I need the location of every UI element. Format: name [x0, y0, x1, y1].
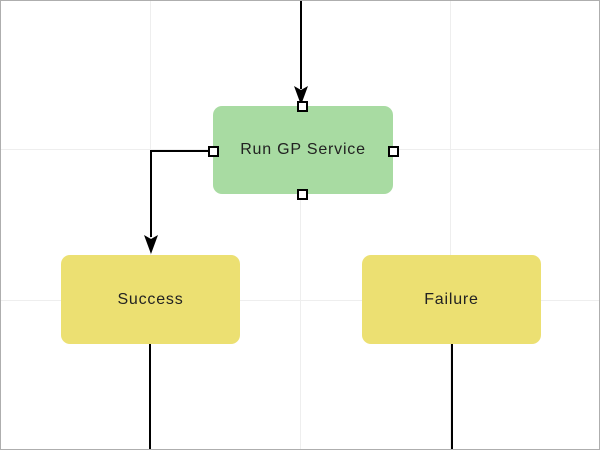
node-label: Failure: [424, 290, 479, 308]
selection-handle-top[interactable]: [297, 101, 308, 112]
grid-line-vertical: [450, 1, 451, 449]
connector-run-gp-service-to-success[interactable]: [150, 150, 213, 237]
arrowhead-into-success: [144, 235, 158, 254]
node-run-gp-service[interactable]: Run GP Service: [213, 106, 393, 194]
node-success[interactable]: Success: [61, 255, 240, 344]
node-failure[interactable]: Failure: [362, 255, 541, 344]
grid-line-horizontal: [1, 300, 599, 301]
selection-handle-right[interactable]: [388, 146, 399, 157]
selection-handle-bottom[interactable]: [297, 189, 308, 200]
selection-handle-left[interactable]: [208, 146, 219, 157]
node-label: Run GP Service: [240, 141, 366, 158]
grid-line-vertical: [300, 1, 301, 449]
node-label: Success: [117, 290, 184, 308]
arrowhead-into-run-gp-service: [294, 86, 308, 105]
